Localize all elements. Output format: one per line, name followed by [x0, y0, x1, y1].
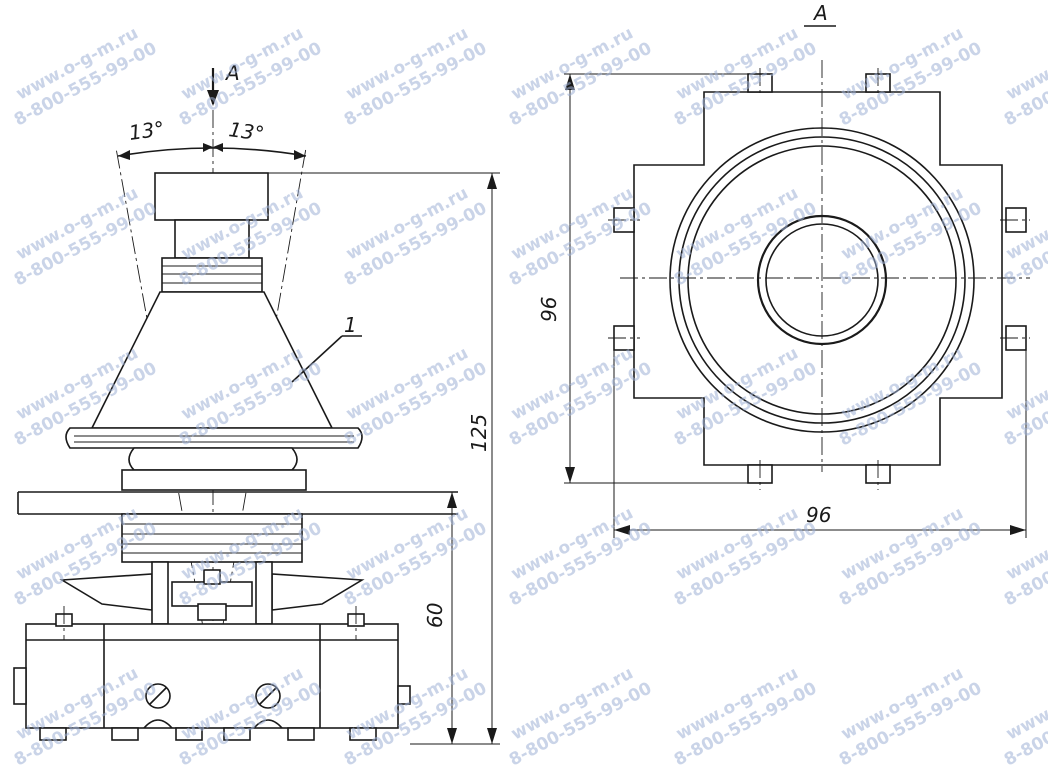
watermark: www.o-g-m.ru8-800-555-99-00: [671, 503, 820, 610]
side-view: A 13° 13°: [13, 61, 500, 745]
watermark: www.o-g-m.ru8-800-555-99-00: [11, 23, 160, 130]
watermark: www.o-g-m.ru8-800-555-99-00: [11, 183, 160, 290]
watermark: www.o-g-m.ru8-800-555-99-00: [1001, 183, 1048, 290]
watermark: www.o-g-m.ru8-800-555-99-00: [836, 503, 985, 610]
watermark: www.o-g-m.ru8-800-555-99-00: [506, 23, 655, 130]
dim-total-height: 125: [268, 172, 500, 745]
watermark: www.o-g-m.ru8-800-555-99-00: [671, 663, 820, 768]
dim-top-height: 96: [537, 73, 748, 484]
mounting-panel: [17, 491, 458, 515]
watermark: www.o-g-m.ru8-800-555-99-00: [341, 183, 490, 290]
part-number-label: 1: [344, 313, 357, 337]
cross-housing: [633, 91, 1003, 466]
rubber-boot: [65, 291, 363, 449]
view-arrow-label: A: [224, 61, 240, 85]
boot-flange: [121, 469, 307, 491]
dim-top-width: 96: [613, 350, 1027, 538]
boot-waist: [128, 447, 298, 471]
watermark: www.o-g-m.ru8-800-555-99-00: [506, 503, 655, 610]
dim-lower-height-label: 60: [423, 603, 447, 628]
watermark: www.o-g-m.ru8-800-555-99-00: [836, 663, 985, 768]
watermark: www.o-g-m.ru8-800-555-99-00: [506, 343, 655, 450]
top-view-label: A: [812, 1, 828, 25]
watermark: www.o-g-m.ru8-800-555-99-00: [506, 183, 655, 290]
ring-stack: [121, 513, 303, 563]
watermark: www.o-g-m.ru8-800-555-99-00: [1001, 503, 1048, 610]
watermark: www.o-g-m.ru8-800-555-99-00: [836, 23, 985, 130]
watermark: www.o-g-m.ru8-800-555-99-00: [506, 663, 655, 768]
dim-lower-height: 60: [423, 492, 457, 744]
part-leader: 1: [291, 313, 362, 383]
angle-left-label: 13°: [127, 116, 165, 145]
base-body: [13, 606, 411, 741]
dim-top-height-label: 96: [537, 297, 561, 322]
top-view: A: [537, 1, 1030, 538]
watermark: www.o-g-m.ru8-800-555-99-00: [176, 23, 325, 130]
mechanism: [59, 561, 365, 625]
angle-dimension: 13° 13°: [117, 116, 307, 160]
watermark: www.o-g-m.ru8-800-555-99-00: [1001, 23, 1048, 130]
dim-top-width-label: 96: [806, 503, 831, 527]
dim-total-height-label: 125: [467, 414, 491, 452]
watermark: www.o-g-m.ru8-800-555-99-00: [341, 23, 490, 130]
watermark: www.o-g-m.ru8-800-555-99-00: [671, 23, 820, 130]
view-arrow-a: A: [207, 61, 240, 106]
handle-stem: [174, 219, 250, 259]
watermark: www.o-g-m.ru8-800-555-99-00: [1001, 343, 1048, 450]
watermark: www.o-g-m.ru8-800-555-99-00: [1001, 663, 1048, 768]
angle-right-label: 13°: [227, 117, 265, 146]
screw-lugs: [608, 68, 1030, 490]
watermark: www.o-g-m.ru8-800-555-99-00: [341, 503, 490, 610]
